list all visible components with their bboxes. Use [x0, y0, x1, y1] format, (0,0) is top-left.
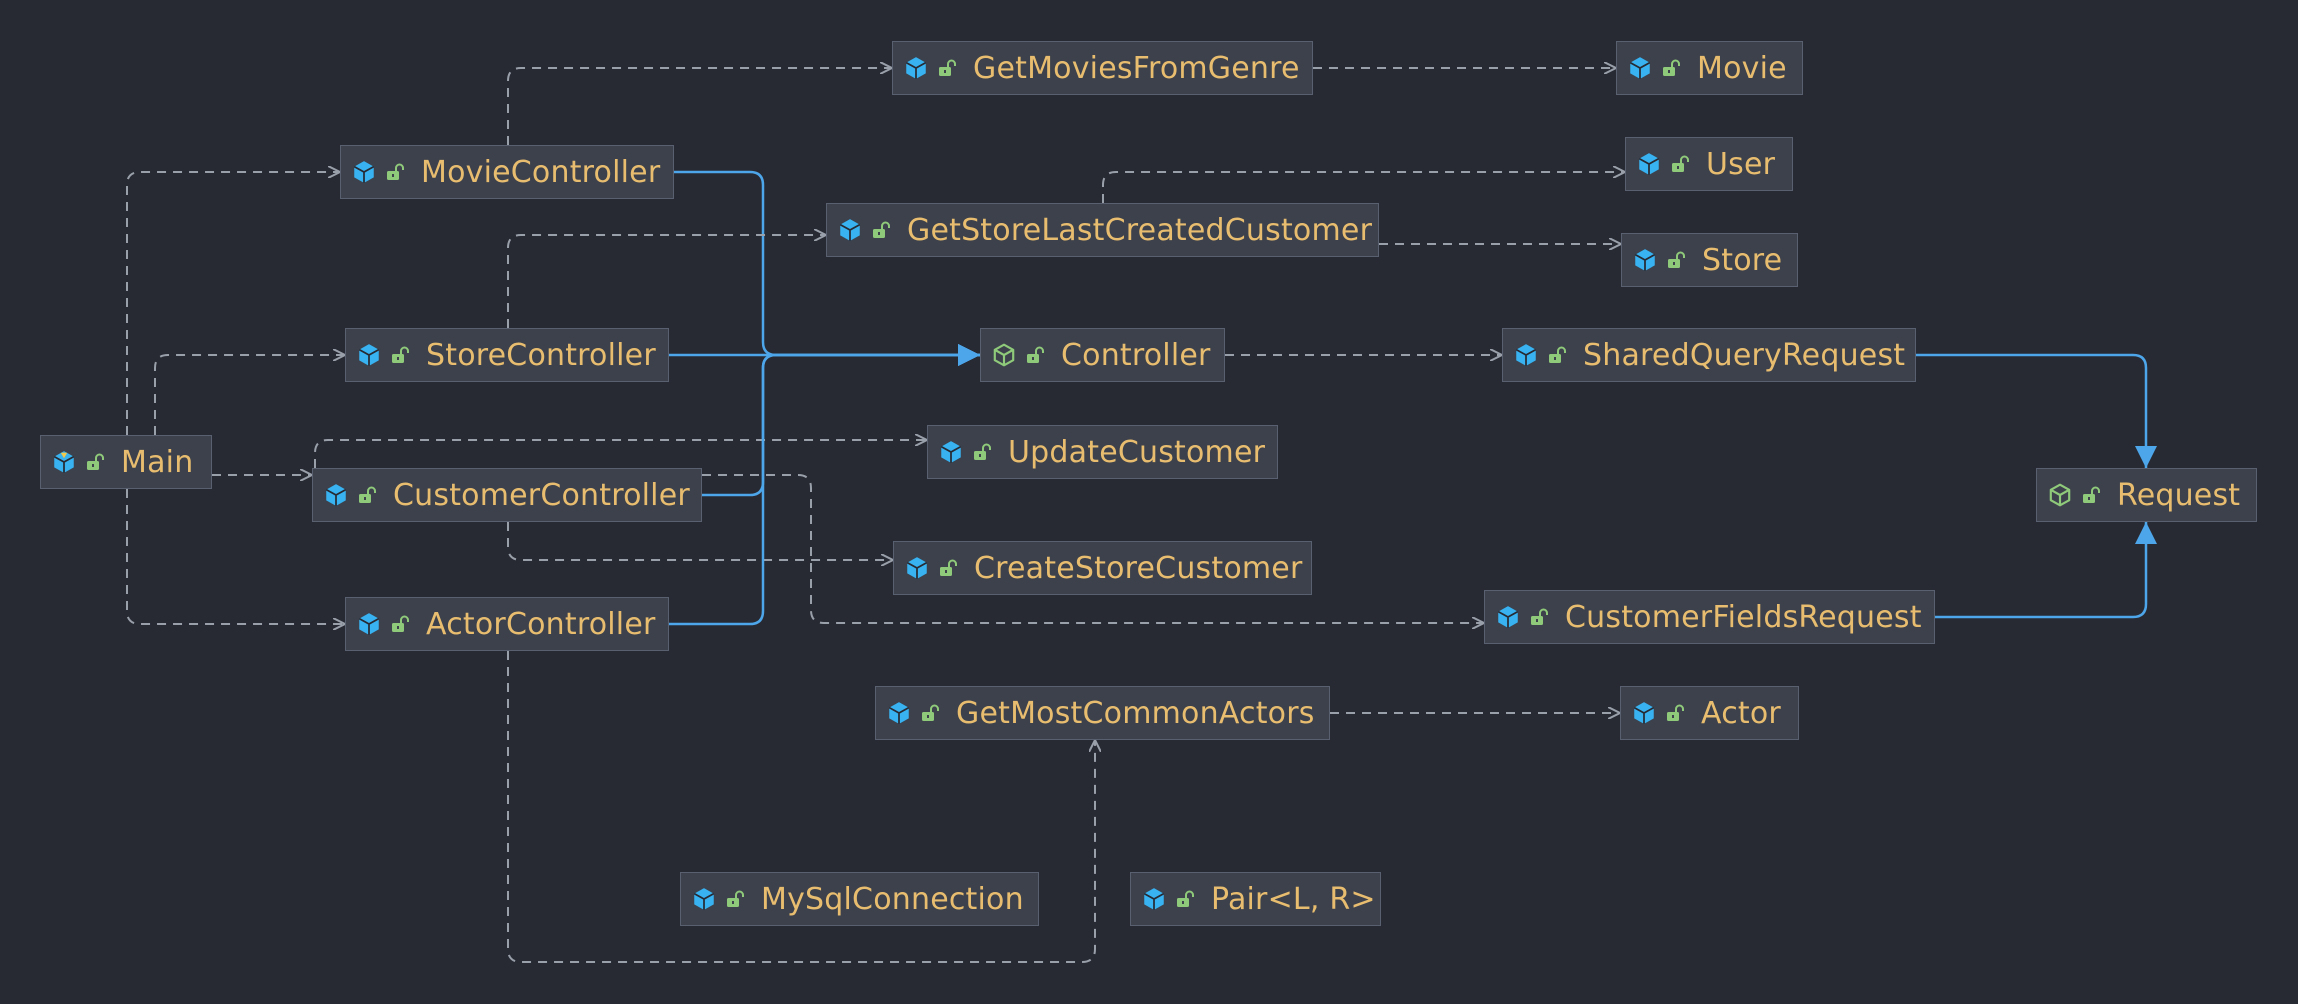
inheritance-edge-movie-controller-to-controller: [674, 170, 980, 366]
node-customer-fields-request[interactable]: CustomerFieldsRequest: [1484, 590, 1935, 644]
node-label: StoreController: [426, 337, 656, 373]
node-label: CustomerFieldsRequest: [1565, 599, 1922, 635]
node-controller[interactable]: Controller: [980, 328, 1225, 382]
dependency-edge-customer-controller-to-customer-fields-request: [702, 474, 1484, 623]
unlock-icon: [357, 485, 377, 505]
node-label: UpdateCustomer: [1008, 434, 1266, 470]
inheritance-edge-shared-query-request-to-request: [1916, 353, 2157, 468]
dependency-edge-store-controller-to-get-store-last-created-customer: [507, 235, 826, 328]
class-icon: [1632, 247, 1658, 273]
class-icon: [1141, 886, 1167, 912]
unlock-icon: [1025, 345, 1045, 365]
class-icon: [938, 439, 964, 465]
node-get-store-last-created-customer[interactable]: GetStoreLastCreatedCustomer: [826, 203, 1379, 257]
node-pair[interactable]: Pair<L, R>: [1130, 872, 1381, 926]
unlock-icon: [871, 220, 891, 240]
class-icon: [351, 159, 377, 185]
dependency-edge-customer-controller-to-create-store-customer: [507, 522, 893, 560]
node-actor-controller[interactable]: ActorController: [345, 597, 669, 651]
node-label: User: [1706, 146, 1776, 182]
unlock-icon: [2081, 485, 2101, 505]
class-icon: [356, 342, 382, 368]
node-movie-controller[interactable]: MovieController: [340, 145, 674, 199]
class-icon: [886, 700, 912, 726]
unlock-icon: [1666, 250, 1686, 270]
class-icon: [1513, 342, 1539, 368]
node-create-store-customer[interactable]: CreateStoreCustomer: [893, 541, 1312, 595]
unlock-icon: [1665, 703, 1685, 723]
inheritance-edge-actor-controller-to-controller: [669, 344, 980, 626]
unlock-icon: [85, 452, 105, 472]
class-icon: [837, 217, 863, 243]
unlock-icon: [390, 345, 410, 365]
node-shared-query-request[interactable]: SharedQueryRequest: [1502, 328, 1916, 382]
unlock-icon: [385, 162, 405, 182]
node-label: ActorController: [426, 606, 656, 642]
unlock-icon: [725, 889, 745, 909]
class-icon: [1631, 700, 1657, 726]
node-label: MySqlConnection: [761, 881, 1024, 917]
node-customer-controller[interactable]: CustomerController: [312, 468, 702, 522]
unlock-icon: [920, 703, 940, 723]
node-label: GetStoreLastCreatedCustomer: [907, 212, 1373, 248]
node-label: Request: [2117, 477, 2241, 513]
inheritance-edge-customer-fields-request-to-request: [1935, 522, 2157, 619]
main-class-icon: [51, 449, 77, 475]
unlock-icon: [390, 614, 410, 634]
node-label: Movie: [1697, 50, 1787, 86]
interface-icon: [991, 342, 1017, 368]
node-store[interactable]: Store: [1621, 233, 1798, 287]
node-label: GetMostCommonActors: [956, 695, 1315, 731]
class-icon: [1495, 604, 1521, 630]
node-actor[interactable]: Actor: [1620, 686, 1799, 740]
dependency-edge-actor-controller-to-get-most-common-actors: [507, 651, 1095, 963]
unlock-icon: [1529, 607, 1549, 627]
dependency-edge-main-to-actor-controller: [126, 489, 345, 624]
node-get-movies-from-genre[interactable]: GetMoviesFromGenre: [892, 41, 1313, 95]
class-icon: [904, 555, 930, 581]
class-icon: [1627, 55, 1653, 81]
dependency-edge-customer-controller-to-update-customer: [314, 440, 927, 468]
unlock-icon: [972, 442, 992, 462]
unlock-icon: [937, 58, 957, 78]
unlock-icon: [1547, 345, 1567, 365]
node-label: CustomerController: [393, 477, 690, 513]
node-update-customer[interactable]: UpdateCustomer: [927, 425, 1278, 479]
unlock-icon: [1661, 58, 1681, 78]
class-icon: [903, 55, 929, 81]
node-label: CreateStoreCustomer: [974, 550, 1303, 586]
node-label: MovieController: [421, 154, 661, 190]
dependency-edge-get-store-last-created-customer-to-user: [1102, 172, 1625, 203]
node-user[interactable]: User: [1625, 137, 1793, 191]
node-movie[interactable]: Movie: [1616, 41, 1803, 95]
node-label: Actor: [1701, 695, 1781, 731]
node-label: GetMoviesFromGenre: [973, 50, 1300, 86]
unlock-icon: [1670, 154, 1690, 174]
interface-icon: [2047, 482, 2073, 508]
class-icon: [323, 482, 349, 508]
node-label: Pair<L, R>: [1211, 881, 1376, 917]
unlock-icon: [1175, 889, 1195, 909]
node-request[interactable]: Request: [2036, 468, 2257, 522]
node-main[interactable]: Main: [40, 435, 212, 489]
node-label: Main: [121, 444, 194, 480]
node-store-controller[interactable]: StoreController: [345, 328, 669, 382]
node-label: Controller: [1061, 337, 1211, 373]
node-label: Store: [1702, 242, 1783, 278]
node-my-sql-connection[interactable]: MySqlConnection: [680, 872, 1039, 926]
class-icon: [1636, 151, 1662, 177]
dependency-edge-main-to-movie-controller: [126, 172, 340, 435]
unlock-icon: [938, 558, 958, 578]
node-label: SharedQueryRequest: [1583, 337, 1906, 373]
class-icon: [691, 886, 717, 912]
dependency-edge-main-to-store-controller: [154, 355, 345, 435]
node-get-most-common-actors[interactable]: GetMostCommonActors: [875, 686, 1330, 740]
dependency-edge-movie-controller-to-get-movies-from-genre: [507, 68, 892, 145]
class-icon: [356, 611, 382, 637]
